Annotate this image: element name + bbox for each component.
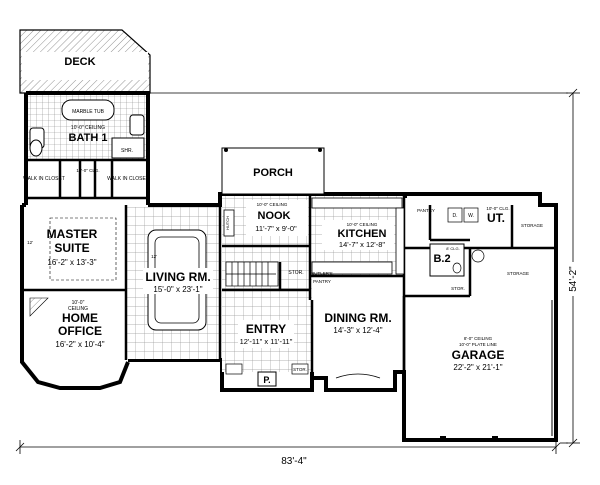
closet-mid-label: 10'-0" CLG. xyxy=(76,168,99,173)
office-label-1: HOME xyxy=(62,311,98,325)
storage-ut-label: STORAGE xyxy=(521,223,543,228)
storage-garage-label: STORAGE xyxy=(507,271,529,276)
master-label-1: MASTER xyxy=(47,227,98,241)
entry-label: ENTRY xyxy=(246,322,286,336)
garage-ceiling-1: 8'-0" CEILING xyxy=(464,336,493,341)
ut-label: UT. xyxy=(487,211,505,225)
b2-clg-label: 8' CLG. xyxy=(446,246,459,251)
porch-label: PORCH xyxy=(253,167,293,179)
pantry-top-label: PANTRY xyxy=(417,208,435,213)
garage-label: GARAGE xyxy=(452,348,505,362)
b2-label: B.2 xyxy=(433,253,450,265)
nook-ceiling: 10'-0" CEILING xyxy=(257,202,288,207)
bath-ceiling-label: 10'-0" CEILING xyxy=(71,125,105,131)
closet-left-label: WALK IN CLOSET xyxy=(23,176,65,182)
dining-label: DINING RM. xyxy=(324,311,391,325)
step-marker: 12' xyxy=(27,240,33,245)
garage-ceiling-2: 10'-0" PLATE LINE xyxy=(459,342,497,347)
living-dims: 15'-0" x 23'-1" xyxy=(153,285,202,294)
shower-label: SHR. xyxy=(121,148,133,154)
garage-dims: 22'-2" x 21'-1" xyxy=(453,363,502,372)
tub-icon xyxy=(61,99,115,121)
overall-depth-label: 54'-2" xyxy=(568,266,579,292)
vanity-right-icon xyxy=(129,114,145,136)
closet-right-label: WALK IN CLOSET xyxy=(107,176,149,182)
kitchen-ceiling: 10'-0" CEILING xyxy=(347,222,378,227)
ut-clg-label: 10'-0" CLG. xyxy=(486,206,509,211)
hutch-label: HUTCH xyxy=(225,216,230,230)
porch-p-label: P. xyxy=(263,375,270,385)
dryer-label: D. xyxy=(453,213,458,219)
master-dims: 16'-2" x 13'-3" xyxy=(47,258,96,267)
kitchen-label: KITCHEN xyxy=(338,228,387,240)
office-dims: 16'-2" x 10'-4" xyxy=(55,340,104,349)
entry-dims: 12'-11" x 11'-11" xyxy=(240,337,293,346)
ceiling-marker: 12' xyxy=(151,254,157,259)
deck: DECK xyxy=(19,29,151,94)
office-ceiling-1: 10'-0" xyxy=(72,300,85,306)
master-label-2: SUITE xyxy=(54,241,89,255)
shower-icon xyxy=(111,137,145,159)
office-label-2: OFFICE xyxy=(58,324,102,338)
office-ceiling-2: CEILING xyxy=(68,306,88,312)
nook-dims: 11'-7" x 9'-0" xyxy=(255,224,297,233)
bath-fixtures xyxy=(29,99,145,159)
entry-stor-label: STOR. xyxy=(293,367,307,372)
butlers-pantry-label: PANTRY xyxy=(313,279,331,284)
toilet-icon xyxy=(29,139,43,157)
overall-width-label: 83'-4" xyxy=(281,456,307,467)
stor-label: STOR. xyxy=(288,270,303,276)
bath-label: BATH 1 xyxy=(69,132,108,144)
nook-label: NOOK xyxy=(258,210,291,222)
staircase xyxy=(225,261,279,287)
washer-label: W. xyxy=(468,213,474,219)
tub-label: MARBLE TUB xyxy=(72,109,105,115)
kitchen-dims: 14'-7" x 12'-8" xyxy=(339,240,385,249)
butlers-label: BUTLER'S xyxy=(311,271,333,276)
dining-dims: 14'-3" x 12'-4" xyxy=(333,326,382,335)
b2-stor-label: STOR. xyxy=(451,286,465,291)
living-label: LIVING RM. xyxy=(145,270,210,284)
deck-label: DECK xyxy=(64,56,95,68)
